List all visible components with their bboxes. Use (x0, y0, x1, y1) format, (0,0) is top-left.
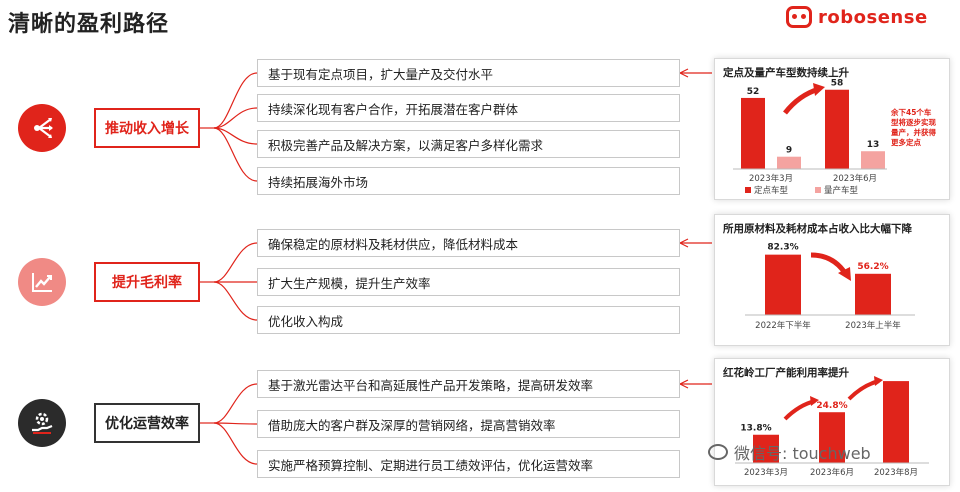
data-label: 24.8% (816, 401, 847, 411)
tick-label: 2023年3月 (744, 467, 788, 478)
efficiency-item-2: 借助庞大的客户群及深厚的营销网络，提高营销效率 (257, 410, 680, 438)
tick-label: 2022年下半年 (755, 320, 811, 331)
robot-face-icon (786, 6, 812, 28)
watermark-text: 微信号: touchweb (734, 444, 871, 463)
chart-panel-cost: 所用原材料及耗材成本占收入比大幅下降 82.3% 2022年下半年 56.2% 202… (714, 214, 950, 346)
bar-2 (883, 381, 909, 463)
revenue-item-2: 持续深化现有客户合作，开拓展潜在客户群体 (257, 94, 680, 122)
trend-arrow-head (813, 83, 825, 96)
chart-title-models: 定点及量产车型数持续上升 (723, 67, 849, 79)
chart-cost: 82.3% 2022年下半年 56.2% 2023年上半年 (745, 243, 915, 331)
legend-label: 定点车型 (754, 185, 789, 196)
chart-title-utilization: 红花岭工厂产能利用率提升 (723, 367, 849, 379)
chart-title-cost: 所用原材料及耗材成本占收入比大幅下降 (723, 223, 912, 235)
tick-label: 2023年3月 (749, 173, 793, 184)
data-label: 58 (831, 79, 844, 89)
tick-label: 2023年6月 (833, 173, 877, 184)
bar-1 (855, 273, 891, 315)
legend-label: 量产车型 (824, 185, 859, 196)
bar-量产车型-0 (777, 156, 801, 169)
logo-text: robosense (818, 6, 928, 28)
category-label-margin: 提升毛利率 (94, 262, 200, 302)
legend-swatch (745, 187, 751, 193)
category-label-revenue: 推动收入增长 (94, 108, 200, 148)
chart-utilization: 13.8% 2023年3月 24.8% 2023年6月 2023年8月 (735, 376, 929, 478)
revenue-item-4: 持续拓展海外市场 (257, 167, 680, 195)
category-label-efficiency: 优化运营效率 (94, 403, 200, 443)
trend-arrow-1 (783, 399, 816, 421)
tick-label: 2023年上半年 (845, 320, 901, 331)
annotation-line: 更多定点 (891, 137, 921, 147)
chart-panel-models: 定点及量产车型数持续上升 52 9 2023年3月 58 13 2023年6月 余下45个车… (714, 58, 950, 200)
wechat-icon (708, 444, 728, 460)
margin-item-3: 优化收入构成 (257, 306, 680, 334)
trend-arrow (783, 86, 820, 115)
tick-label: 2023年8月 (874, 467, 918, 478)
legend-swatch (815, 187, 821, 193)
tick-label: 2023年6月 (810, 467, 854, 478)
annotation-line: 型将逐步实现 (891, 117, 936, 127)
fan-out-arrows-icon (18, 104, 66, 152)
bar-1 (819, 412, 845, 463)
trend-arrow-head-2 (874, 376, 883, 386)
margin-item-1: 确保稳定的原材料及耗材供应，降低材料成本 (257, 229, 680, 257)
trend-arrow-head-1 (810, 396, 819, 406)
chart-models: 52 9 2023年3月 58 13 2023年6月 余下45个车型将逐步实现量产，并获得更… (733, 79, 936, 196)
data-label: 13.8% (740, 424, 771, 434)
bar-0 (753, 434, 779, 463)
revenue-item-3: 积极完善产品及解决方案，以满足客户多样化需求 (257, 130, 680, 158)
chart-panel-utilization: 红花岭工厂产能利用率提升 13.8% 2023年3月 24.8% 2023年6月 202… (714, 358, 950, 486)
bar-0 (765, 254, 801, 315)
data-label: 82.3% (767, 243, 798, 253)
wechat-watermark: 微信号: touchweb (708, 440, 871, 464)
revenue-item-1: 基于现有定点项目，扩大量产及交付水平 (257, 59, 680, 87)
trend-arrow-head (838, 267, 851, 281)
trend-arrow-2 (847, 379, 880, 401)
gear-hand-icon (18, 399, 66, 447)
trend-arrow (810, 252, 848, 275)
bar-定点车型-1 (825, 89, 849, 169)
annotation-line: 量产，并获得 (891, 127, 936, 137)
data-label: 9 (786, 146, 792, 156)
data-label: 13 (867, 140, 880, 150)
data-label: 52 (747, 87, 760, 97)
trend-up-chart-icon (18, 258, 66, 306)
bar-定点车型-0 (741, 97, 765, 169)
margin-item-2: 扩大生产规模，提升生产效率 (257, 268, 680, 296)
brand-logo: robosense (786, 6, 928, 28)
bar-量产车型-1 (861, 151, 885, 169)
annotation-line: 余下45个车 (890, 107, 932, 117)
efficiency-item-3: 实施严格预算控制、定期进行员工绩效评估，优化运营效率 (257, 450, 680, 478)
efficiency-item-1: 基于激光雷达平台和高延展性产品开发策略，提高研发效率 (257, 370, 680, 398)
data-label: 56.2% (857, 262, 888, 272)
page-title: 清晰的盈利路径 (8, 12, 170, 37)
